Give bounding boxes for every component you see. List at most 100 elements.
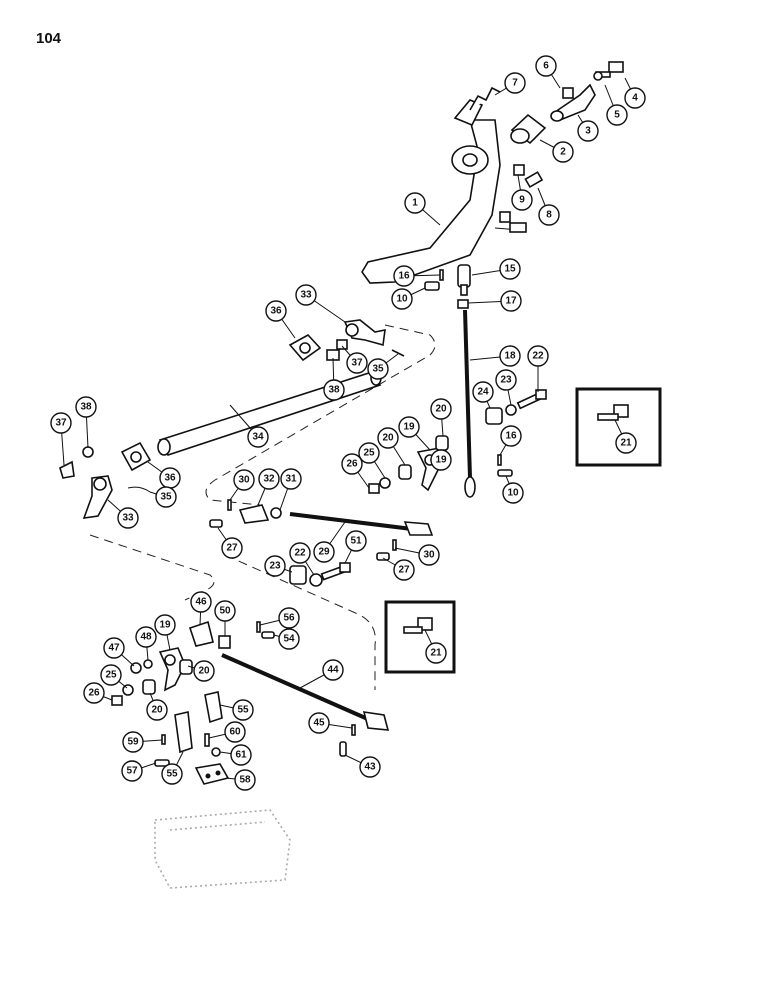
callout-23: 23 <box>264 555 286 577</box>
callout-19: 19 <box>154 614 176 636</box>
clevis-pin <box>339 741 347 757</box>
callout-46: 46 <box>190 591 212 613</box>
callout-16: 16 <box>393 265 415 287</box>
pivot-shaft <box>550 83 596 122</box>
callout-label: 20 <box>151 705 163 716</box>
callout-label: 5 <box>614 110 620 121</box>
callout-label: 17 <box>505 296 517 307</box>
callout-38: 38 <box>75 396 97 418</box>
callout-6: 6 <box>535 55 557 77</box>
callout-label: 19 <box>403 422 415 433</box>
callout-38: 38 <box>323 379 345 401</box>
callout-label: 22 <box>294 548 306 559</box>
callout-label: 32 <box>263 474 275 485</box>
callout-label: 10 <box>396 294 408 305</box>
callout-label: 9 <box>519 195 525 206</box>
callout-8: 8 <box>538 204 560 226</box>
callout-label: 26 <box>346 459 358 470</box>
callout-16: 16 <box>500 425 522 447</box>
callout-33: 33 <box>117 507 139 529</box>
callout-9: 9 <box>511 189 533 211</box>
nut <box>82 446 94 458</box>
callout-label: 1 <box>412 198 418 209</box>
callout-label: 37 <box>351 358 363 369</box>
callout-label: 2 <box>560 147 566 158</box>
callout-label: 25 <box>363 448 375 459</box>
washer <box>122 684 134 696</box>
callout-1: 1 <box>404 192 426 214</box>
callout-33: 33 <box>295 284 317 306</box>
nut <box>562 87 574 99</box>
callout-label: 27 <box>398 565 410 576</box>
callout-label: 33 <box>300 290 312 301</box>
bolt <box>516 389 547 410</box>
callout-label: 24 <box>477 387 489 398</box>
callout-label: 55 <box>166 769 178 780</box>
group-outline-upper <box>205 324 436 506</box>
callout-30: 30 <box>233 469 255 491</box>
callout-45: 45 <box>308 712 330 734</box>
transmission-housing <box>154 809 291 889</box>
callout-36: 36 <box>265 300 287 322</box>
lever-arm <box>158 620 214 692</box>
nut <box>457 299 469 309</box>
callout-37: 37 <box>50 412 72 434</box>
bushing <box>142 679 156 695</box>
callout-56: 56 <box>278 607 300 629</box>
washer <box>505 404 517 416</box>
callout-label: 61 <box>235 750 247 761</box>
bushing <box>289 565 307 585</box>
callout-label: 20 <box>198 666 210 677</box>
callout-label: 57 <box>126 766 138 777</box>
callout-label: 6 <box>543 61 549 72</box>
callout-label: 16 <box>398 271 410 282</box>
callout-label: 21 <box>430 648 442 659</box>
callout-label: 23 <box>269 561 281 572</box>
callout-37: 37 <box>346 352 368 374</box>
callout-35: 35 <box>155 486 177 508</box>
callout-32: 32 <box>258 468 280 490</box>
callout-20: 20 <box>193 660 215 682</box>
callout-label: 60 <box>229 727 241 738</box>
bolt <box>59 460 75 479</box>
callout-label: 20 <box>435 404 447 415</box>
callout-25: 25 <box>100 664 122 686</box>
callout-label: 20 <box>382 433 394 444</box>
callout-15: 15 <box>499 258 521 280</box>
callout-35: 35 <box>367 358 389 380</box>
lever-arm <box>82 475 113 519</box>
washer <box>593 71 603 81</box>
callout-25: 25 <box>358 442 380 464</box>
callout-label: 4 <box>632 93 638 104</box>
callout-24: 24 <box>472 381 494 403</box>
roll-pin <box>391 349 405 357</box>
callout-label: 23 <box>500 375 512 386</box>
callout-50: 50 <box>214 600 236 622</box>
callout-10: 10 <box>502 482 524 504</box>
link-rod <box>221 653 390 731</box>
callout-label: 8 <box>546 210 552 221</box>
callout-20: 20 <box>430 398 452 420</box>
clevis <box>238 504 270 524</box>
mounting-block <box>194 763 230 785</box>
callout-label: 43 <box>364 762 376 773</box>
cotter-pin <box>497 454 502 466</box>
callout-31: 31 <box>280 468 302 490</box>
callout-label: 38 <box>328 385 340 396</box>
callout-55: 55 <box>161 763 183 785</box>
clevis-pin <box>376 552 390 561</box>
callout-34: 34 <box>247 426 269 448</box>
rod <box>463 309 476 498</box>
callout-label: 15 <box>504 264 516 275</box>
washer <box>143 659 153 669</box>
cotter-pin <box>439 269 444 281</box>
callout-27: 27 <box>221 537 243 559</box>
callout-54: 54 <box>278 628 300 650</box>
nut <box>513 164 525 176</box>
callout-label: 54 <box>283 634 295 645</box>
callout-10: 10 <box>391 288 413 310</box>
callout-48: 48 <box>135 626 157 648</box>
callout-label: 31 <box>285 474 297 485</box>
cotter-pin <box>161 734 166 745</box>
